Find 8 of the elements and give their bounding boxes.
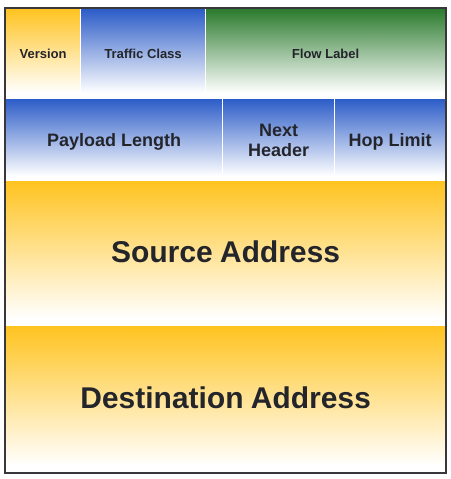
- field-name: Payload Length: [46, 130, 181, 150]
- field-name: Version: [20, 46, 66, 60]
- field-name: Destination Address: [80, 382, 371, 416]
- field-name: Hop Limit: [348, 130, 432, 150]
- field-name: Traffic Class: [104, 46, 182, 60]
- field-name: Source Address: [111, 236, 340, 270]
- field-name: Flow Label: [292, 46, 360, 60]
- field-name: Next Header: [246, 120, 310, 160]
